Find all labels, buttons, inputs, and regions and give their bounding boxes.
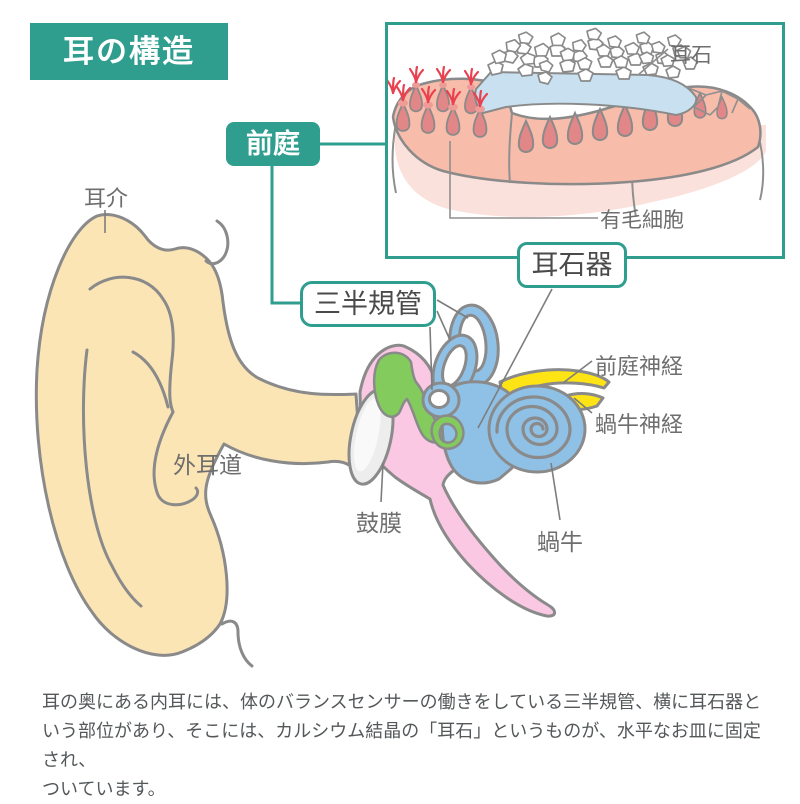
leader-canal-1 [436,299,469,319]
vestibular-nerve-label: 前庭神経 [595,354,684,379]
leader-cochlear-nerve [573,397,593,414]
leader-vestibular-nerve [562,360,593,384]
stapes-shape [430,414,465,450]
connector-lines [270,142,385,305]
auricle-shape [34,213,364,657]
leader-hair-cell [449,141,598,219]
otolith-organ-label-box: 耳石器 [517,242,627,288]
page-title: 耳の構造 [30,23,228,80]
tragus-curl [204,219,230,266]
description-line-3: ついています。 [42,779,166,799]
description-line-1: 耳の奥にある内耳には、体のバランスセンサーの働きをしている三半規管、横に耳石器と [42,692,762,712]
cochlea-spiral [495,395,572,460]
auricle-label: 耳介 [84,186,129,211]
leader-canal-2 [436,310,451,341]
description-paragraph: 耳の奥にある内耳には、体のバランスセンサーの働きをしている三半規管、横に耳石器と… [42,688,766,804]
leader-eardrum [380,462,384,503]
tissue-fold-lines [508,112,513,184]
vestibule-label-box: 前庭 [226,122,320,166]
inset-leader-lines [449,48,669,219]
leader-cochlea [550,462,561,521]
cochlea-label: 蝸牛 [537,529,583,555]
description-line-2: いう部位があり、そこには、カルシウム結晶の「耳石」というものが、水平なお皿に固定… [42,721,761,770]
connector-vestibule-to-canals [270,166,300,305]
otolith-detail-panel: 耳石 有毛細胞 [385,22,785,259]
auricle-inner-ridges [81,219,254,668]
eardrum-label: 鼓膜 [356,510,402,536]
leader-otolith [637,48,669,76]
cilia-dots [398,82,485,113]
leader-canal-3 [429,326,433,391]
semicircular-canal-lateral [421,381,461,419]
semicircular-canals-label-box: 三半規管 [300,281,436,327]
ear-canal-label: 外耳道 [173,452,242,478]
otolith-detail-drawing [388,27,766,219]
leader-otolith-organ [477,288,553,429]
leader-lines [104,210,593,521]
otolith-label: 耳石 [670,44,712,67]
earlobe-squiggle [220,619,254,668]
crack-texture [685,86,751,116]
ossicles-shape [372,351,448,444]
cochlear-nerve-label: 蝸牛神経 [595,412,684,437]
hair-cell-label: 有毛細胞 [600,209,684,232]
